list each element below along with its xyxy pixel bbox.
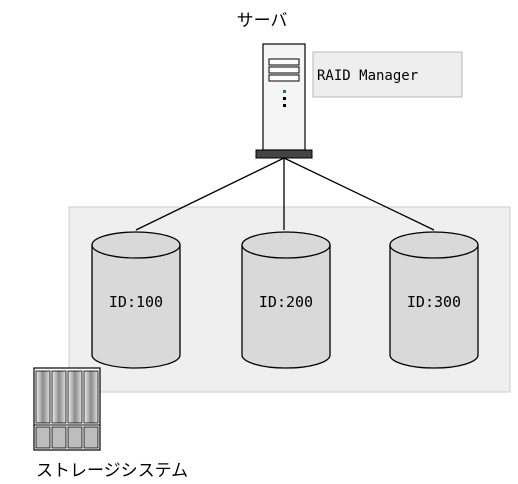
volume-label-3: ID:300 — [407, 293, 461, 311]
server-label: サーバ — [237, 11, 288, 31]
volume-label-2: ID:200 — [259, 293, 313, 311]
volume-disk-3: ID:300 — [389, 231, 479, 369]
storage-system-icon — [33, 367, 101, 451]
volume-disk-1: ID:100 — [91, 231, 181, 369]
raid-manager-label: RAID Manager — [317, 68, 418, 84]
storage-system-label: ストレージシステム — [36, 461, 188, 481]
connection-lines — [135, 157, 435, 231]
server-icon — [255, 43, 313, 159]
volume-label-1: ID:100 — [109, 293, 163, 311]
volume-disk-2: ID:200 — [241, 231, 331, 369]
raid-manager-box: RAID Manager — [312, 51, 463, 98]
